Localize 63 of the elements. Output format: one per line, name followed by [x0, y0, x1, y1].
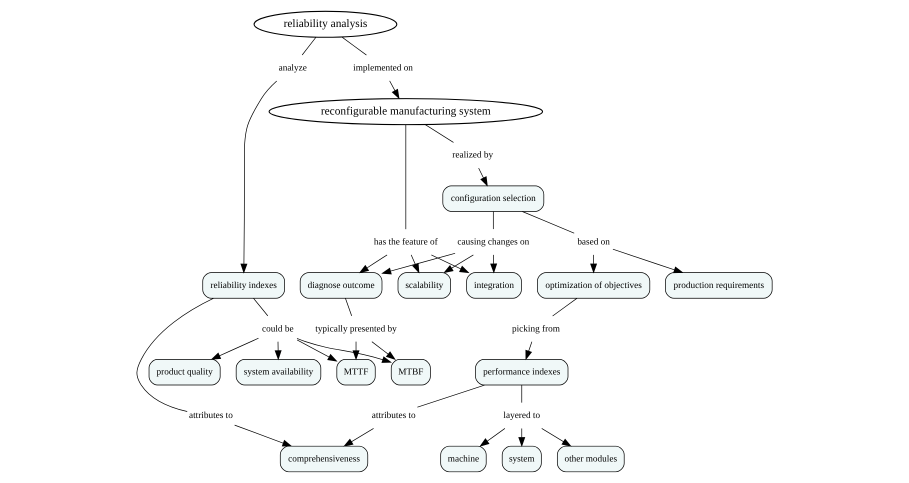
- node-box: reliability indexes: [202, 272, 285, 299]
- arrow: [490, 254, 498, 274]
- node-box: MTTF: [336, 359, 376, 386]
- connector: [552, 298, 578, 316]
- node-box: machine: [440, 446, 487, 472]
- connector: [417, 384, 486, 408]
- connector: [425, 124, 454, 143]
- node-box: optimization of objectives: [537, 272, 650, 299]
- arrow: [389, 80, 400, 100]
- node-text: layered to: [503, 410, 540, 420]
- node-text: typically presented by: [315, 323, 397, 334]
- node-text: attributes to: [372, 410, 416, 420]
- node-text: causing changes on: [457, 236, 530, 246]
- node-text: analyze: [278, 62, 307, 72]
- node-text: realized by: [452, 150, 494, 160]
- arrow: [234, 424, 292, 447]
- node-box: performance indexes: [475, 359, 568, 386]
- arrow: [274, 341, 282, 360]
- node-text: implemented on: [353, 62, 413, 72]
- node-box: product quality: [148, 359, 221, 386]
- connector: [345, 298, 352, 316]
- connector: [492, 211, 494, 230]
- node-box: integration: [466, 272, 522, 299]
- node-box: diagnose outcome: [300, 272, 382, 299]
- node-box: MTBF: [390, 359, 431, 386]
- arrow: [443, 254, 474, 274]
- connector: [522, 211, 575, 234]
- connector: [521, 384, 522, 403]
- node-text: picking from: [512, 323, 560, 334]
- arrow: [525, 341, 532, 360]
- arrow: [343, 428, 374, 447]
- arrow: [479, 428, 506, 447]
- arrow: [296, 338, 392, 363]
- node-text: could be: [262, 323, 294, 334]
- node-box: comprehensiveness: [280, 446, 368, 472]
- node-text: based on: [577, 236, 610, 246]
- node-text: has the feature of: [374, 236, 438, 246]
- arrow: [612, 248, 684, 274]
- arrow: [240, 80, 278, 274]
- node-text: attributes to: [188, 410, 233, 420]
- connector: [302, 37, 316, 56]
- arrow: [296, 340, 338, 362]
- arrow: [430, 254, 470, 274]
- connector: [253, 298, 268, 316]
- arrow: [372, 341, 396, 360]
- arrow: [210, 338, 259, 360]
- node-box: production requirements: [665, 272, 772, 299]
- node-ellipse: reliability analysis: [254, 10, 398, 38]
- arrow: [352, 341, 360, 360]
- node-box: configuration selection: [442, 186, 544, 212]
- connector: [136, 298, 214, 412]
- connector: [342, 36, 367, 56]
- arrow: [358, 254, 388, 274]
- node-box: other modules: [556, 446, 625, 472]
- arrow: [541, 428, 572, 447]
- arrow: [410, 254, 420, 274]
- node-box: system availability: [236, 359, 322, 386]
- arrow: [478, 168, 488, 187]
- node-box: system: [502, 446, 542, 472]
- node-box: scalability: [398, 272, 451, 299]
- arrow: [381, 252, 456, 274]
- connector: [405, 124, 406, 230]
- node-ellipse: reconfigurable manufacturing system: [268, 98, 544, 126]
